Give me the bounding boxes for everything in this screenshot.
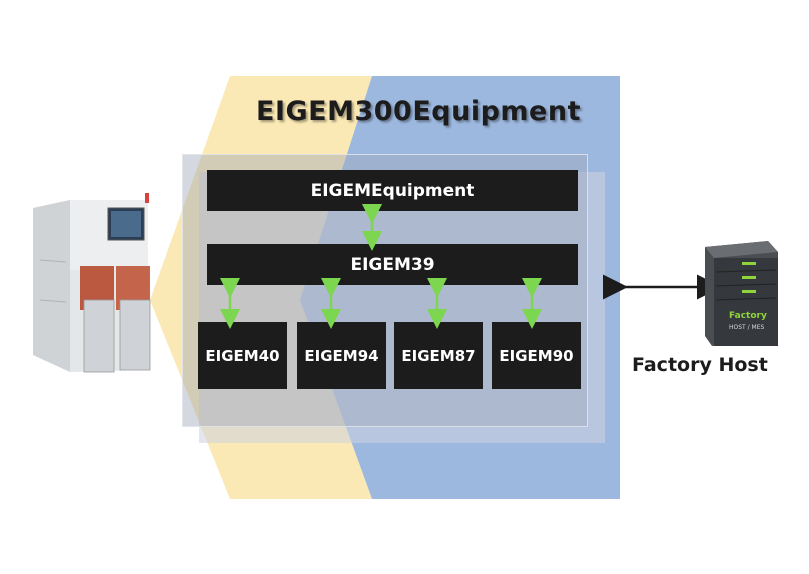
module-label-1: EIGEM40 — [205, 346, 280, 365]
server-text-host-mes: HOST / MES — [729, 324, 765, 331]
factory-host-label: Factory Host — [632, 354, 768, 376]
eigem39-label: EIGEM39 — [350, 254, 435, 275]
module-block-2: EIGEM94 — [297, 322, 386, 389]
diagram-title: EIGEM300Equipment — [256, 96, 581, 127]
module-label-3: EIGEM87 — [401, 346, 476, 365]
eigem39-block: EIGEM39 — [207, 244, 578, 285]
module-label-2: EIGEM94 — [304, 346, 379, 365]
eigem-equipment-label: EIGEMEquipment — [310, 180, 475, 201]
server-tower-icon: Factory HOST / MES — [705, 241, 778, 346]
eigem-equipment-block: EIGEMEquipment — [207, 170, 578, 211]
module-block-3: EIGEM87 — [394, 322, 483, 389]
server-text-factory: Factory — [729, 311, 767, 321]
semiconductor-tool-icon — [33, 193, 151, 373]
module-block-1: EIGEM40 — [198, 322, 287, 389]
module-label-4: EIGEM90 — [499, 346, 574, 365]
module-block-4: EIGEM90 — [492, 322, 581, 389]
